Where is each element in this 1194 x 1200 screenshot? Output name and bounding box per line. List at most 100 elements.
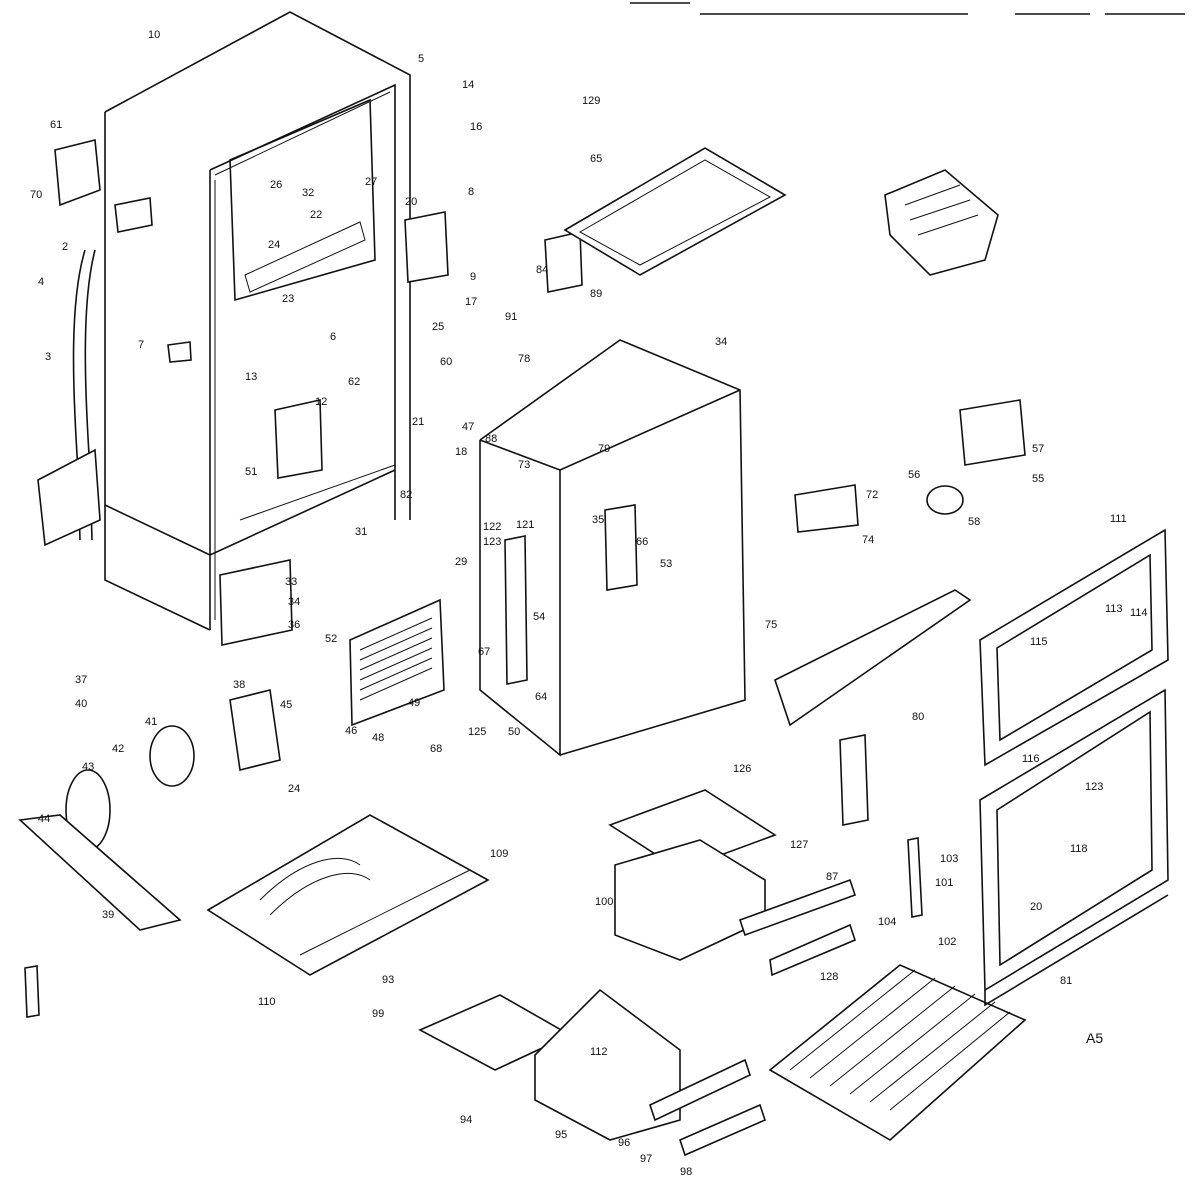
label-14: 14 bbox=[462, 79, 474, 91]
label-40: 40 bbox=[75, 698, 87, 710]
label-126: 126 bbox=[733, 763, 751, 775]
label-8: 8 bbox=[468, 186, 474, 198]
label-125: 125 bbox=[468, 726, 486, 738]
center-parts bbox=[219, 211, 583, 727]
door-gaskets bbox=[979, 528, 1169, 1007]
corner-mark: A5 bbox=[1086, 1030, 1103, 1046]
label-88: 88 bbox=[485, 433, 497, 445]
label-68: 68 bbox=[430, 743, 442, 755]
label-98: 98 bbox=[680, 1166, 692, 1178]
label-66: 66 bbox=[636, 536, 648, 548]
label-127: 127 bbox=[790, 839, 808, 851]
label-9: 9 bbox=[470, 271, 476, 283]
label-129: 129 bbox=[582, 95, 600, 107]
crispers bbox=[418, 789, 857, 1157]
label-73: 73 bbox=[518, 459, 530, 471]
label-110: 110 bbox=[258, 996, 276, 1008]
label-34b: 34 bbox=[715, 336, 727, 348]
label-128: 128 bbox=[820, 971, 838, 983]
label-6: 6 bbox=[330, 331, 336, 343]
label-121: 121 bbox=[516, 519, 534, 531]
misc-parts bbox=[24, 399, 1026, 1018]
label-113: 113 bbox=[1105, 603, 1123, 615]
label-35: 35 bbox=[592, 514, 604, 526]
label-60: 60 bbox=[440, 356, 452, 368]
label-44: 44 bbox=[38, 813, 50, 825]
label-37: 37 bbox=[75, 674, 87, 686]
label-123a: 123 bbox=[483, 536, 501, 548]
label-114: 114 bbox=[1130, 607, 1148, 619]
label-79: 79 bbox=[598, 443, 610, 455]
label-20: 20 bbox=[405, 196, 417, 208]
label-33: 33 bbox=[285, 576, 297, 588]
label-36: 36 bbox=[288, 619, 300, 631]
label-18: 18 bbox=[455, 446, 467, 458]
label-47: 47 bbox=[462, 421, 474, 433]
label-45: 45 bbox=[280, 699, 292, 711]
evap-tray bbox=[206, 814, 490, 976]
label-91: 91 bbox=[505, 311, 517, 323]
label-95: 95 bbox=[555, 1129, 567, 1141]
label-111: 111 bbox=[1110, 513, 1127, 525]
label-34a: 34 bbox=[288, 596, 300, 608]
label-42: 42 bbox=[112, 743, 124, 755]
label-49: 49 bbox=[408, 697, 420, 709]
label-23: 23 bbox=[282, 293, 294, 305]
label-27: 27 bbox=[365, 176, 377, 188]
label-72: 72 bbox=[866, 489, 878, 501]
label-5: 5 bbox=[418, 53, 424, 65]
label-20b: 20 bbox=[1030, 901, 1042, 913]
label-26: 26 bbox=[270, 179, 282, 191]
label-70: 70 bbox=[30, 189, 42, 201]
label-62: 62 bbox=[348, 376, 360, 388]
label-4: 4 bbox=[38, 276, 44, 288]
label-61: 61 bbox=[50, 119, 62, 131]
label-17: 17 bbox=[465, 296, 477, 308]
label-24: 24 bbox=[268, 239, 280, 251]
label-16: 16 bbox=[470, 121, 482, 133]
label-109: 109 bbox=[490, 848, 508, 860]
label-41: 41 bbox=[145, 716, 157, 728]
label-50: 50 bbox=[508, 726, 520, 738]
label-65: 65 bbox=[590, 153, 602, 165]
cabinet bbox=[104, 11, 411, 631]
label-100: 100 bbox=[595, 896, 613, 908]
label-102: 102 bbox=[938, 936, 956, 948]
label-99: 99 bbox=[372, 1008, 384, 1020]
label-87a: 87 bbox=[826, 871, 838, 883]
label-31: 31 bbox=[355, 526, 367, 538]
label-38: 38 bbox=[233, 679, 245, 691]
label-2a: 2 bbox=[62, 241, 68, 253]
label-51: 51 bbox=[245, 466, 257, 478]
label-29: 29 bbox=[455, 556, 467, 568]
label-78: 78 bbox=[518, 353, 530, 365]
label-39: 39 bbox=[102, 909, 114, 921]
ice-tray bbox=[884, 169, 999, 276]
wire-shelf bbox=[768, 964, 1027, 1141]
label-82: 82 bbox=[400, 489, 412, 501]
label-32: 32 bbox=[302, 187, 314, 199]
label-118: 118 bbox=[1070, 843, 1088, 855]
label-25: 25 bbox=[432, 321, 444, 333]
label-48: 48 bbox=[372, 732, 384, 744]
label-67: 67 bbox=[478, 646, 490, 658]
left-tubing bbox=[37, 138, 192, 547]
label-94: 94 bbox=[460, 1114, 472, 1126]
part-labels: 10 5 14 129 61 70 2 26 27 32 22 20 16 8 … bbox=[30, 29, 1148, 1178]
label-3: 3 bbox=[45, 351, 51, 363]
label-7: 7 bbox=[138, 339, 144, 351]
label-75: 75 bbox=[765, 619, 777, 631]
label-46: 46 bbox=[345, 725, 357, 737]
label-53a: 53 bbox=[660, 558, 672, 570]
label-89: 89 bbox=[590, 288, 602, 300]
label-115: 115 bbox=[1030, 636, 1048, 648]
label-13: 13 bbox=[245, 371, 257, 383]
label-80: 80 bbox=[912, 711, 924, 723]
label-84: 84 bbox=[536, 264, 548, 276]
top-rules bbox=[630, 2, 1185, 15]
label-55: 55 bbox=[1032, 473, 1044, 485]
label-93: 93 bbox=[382, 974, 394, 986]
label-10: 10 bbox=[148, 29, 160, 41]
label-57: 57 bbox=[1032, 443, 1044, 455]
